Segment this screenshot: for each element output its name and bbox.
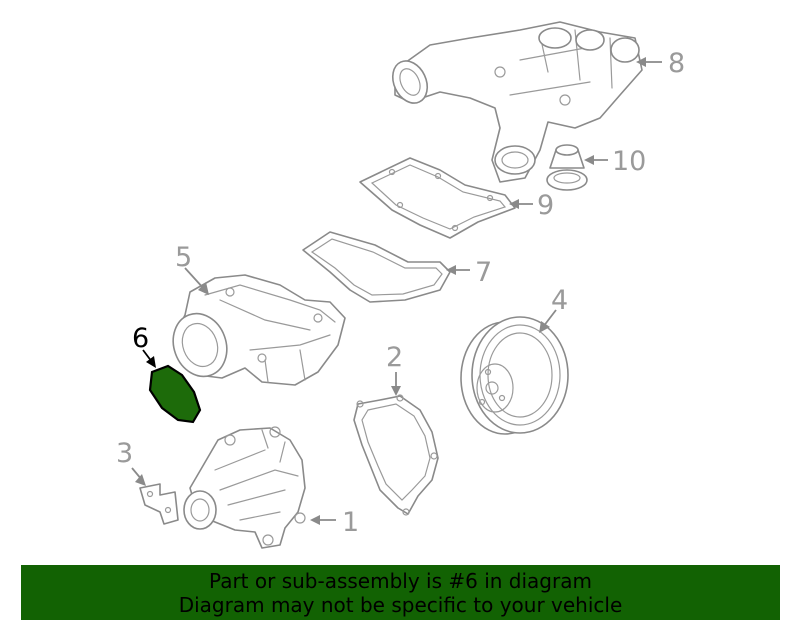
part-10-thermostat[interactable] xyxy=(546,144,588,191)
arrowhead-1 xyxy=(310,515,320,525)
callout-5: 5 xyxy=(175,242,192,273)
callout-2: 2 xyxy=(386,342,403,373)
arrowhead-8 xyxy=(636,57,646,67)
callout-4: 4 xyxy=(551,285,568,316)
part-3-bracket[interactable] xyxy=(139,483,179,525)
arrowhead-9 xyxy=(509,199,519,209)
arrowhead-5 xyxy=(198,282,209,295)
part-2-gasket[interactable] xyxy=(353,394,439,516)
callout-7: 7 xyxy=(475,257,492,288)
part-6-gasket-highlighted[interactable] xyxy=(148,364,202,424)
callout-10: 10 xyxy=(612,146,646,177)
callout-9: 9 xyxy=(537,190,554,221)
callout-3: 3 xyxy=(116,438,133,469)
arrowhead-3 xyxy=(135,474,146,486)
callout-1: 1 xyxy=(342,507,359,538)
arrowhead-7 xyxy=(446,265,456,275)
notice-line-1: Part or sub-assembly is #6 in diagram xyxy=(209,569,592,593)
arrowhead-10 xyxy=(584,155,594,165)
part-8-housing[interactable] xyxy=(386,21,643,183)
callout-6: 6 xyxy=(132,323,149,354)
part-5-housing[interactable] xyxy=(165,274,346,386)
part-4-pulley[interactable] xyxy=(460,316,569,435)
part-1-water-pump[interactable] xyxy=(183,426,306,549)
callout-8: 8 xyxy=(668,48,685,79)
info-banner: Part or sub-assembly is #6 in diagram Di… xyxy=(21,565,780,620)
arrowhead-4 xyxy=(539,321,550,333)
arrowhead-2 xyxy=(391,386,401,396)
part-9-gasket[interactable] xyxy=(359,157,516,239)
notice-line-2: Diagram may not be specific to your vehi… xyxy=(178,593,623,617)
arrowhead-6 xyxy=(146,356,156,368)
parts-diagram: 8 10 9 7 5 xyxy=(116,21,685,549)
part-7-gasket[interactable] xyxy=(302,231,451,303)
